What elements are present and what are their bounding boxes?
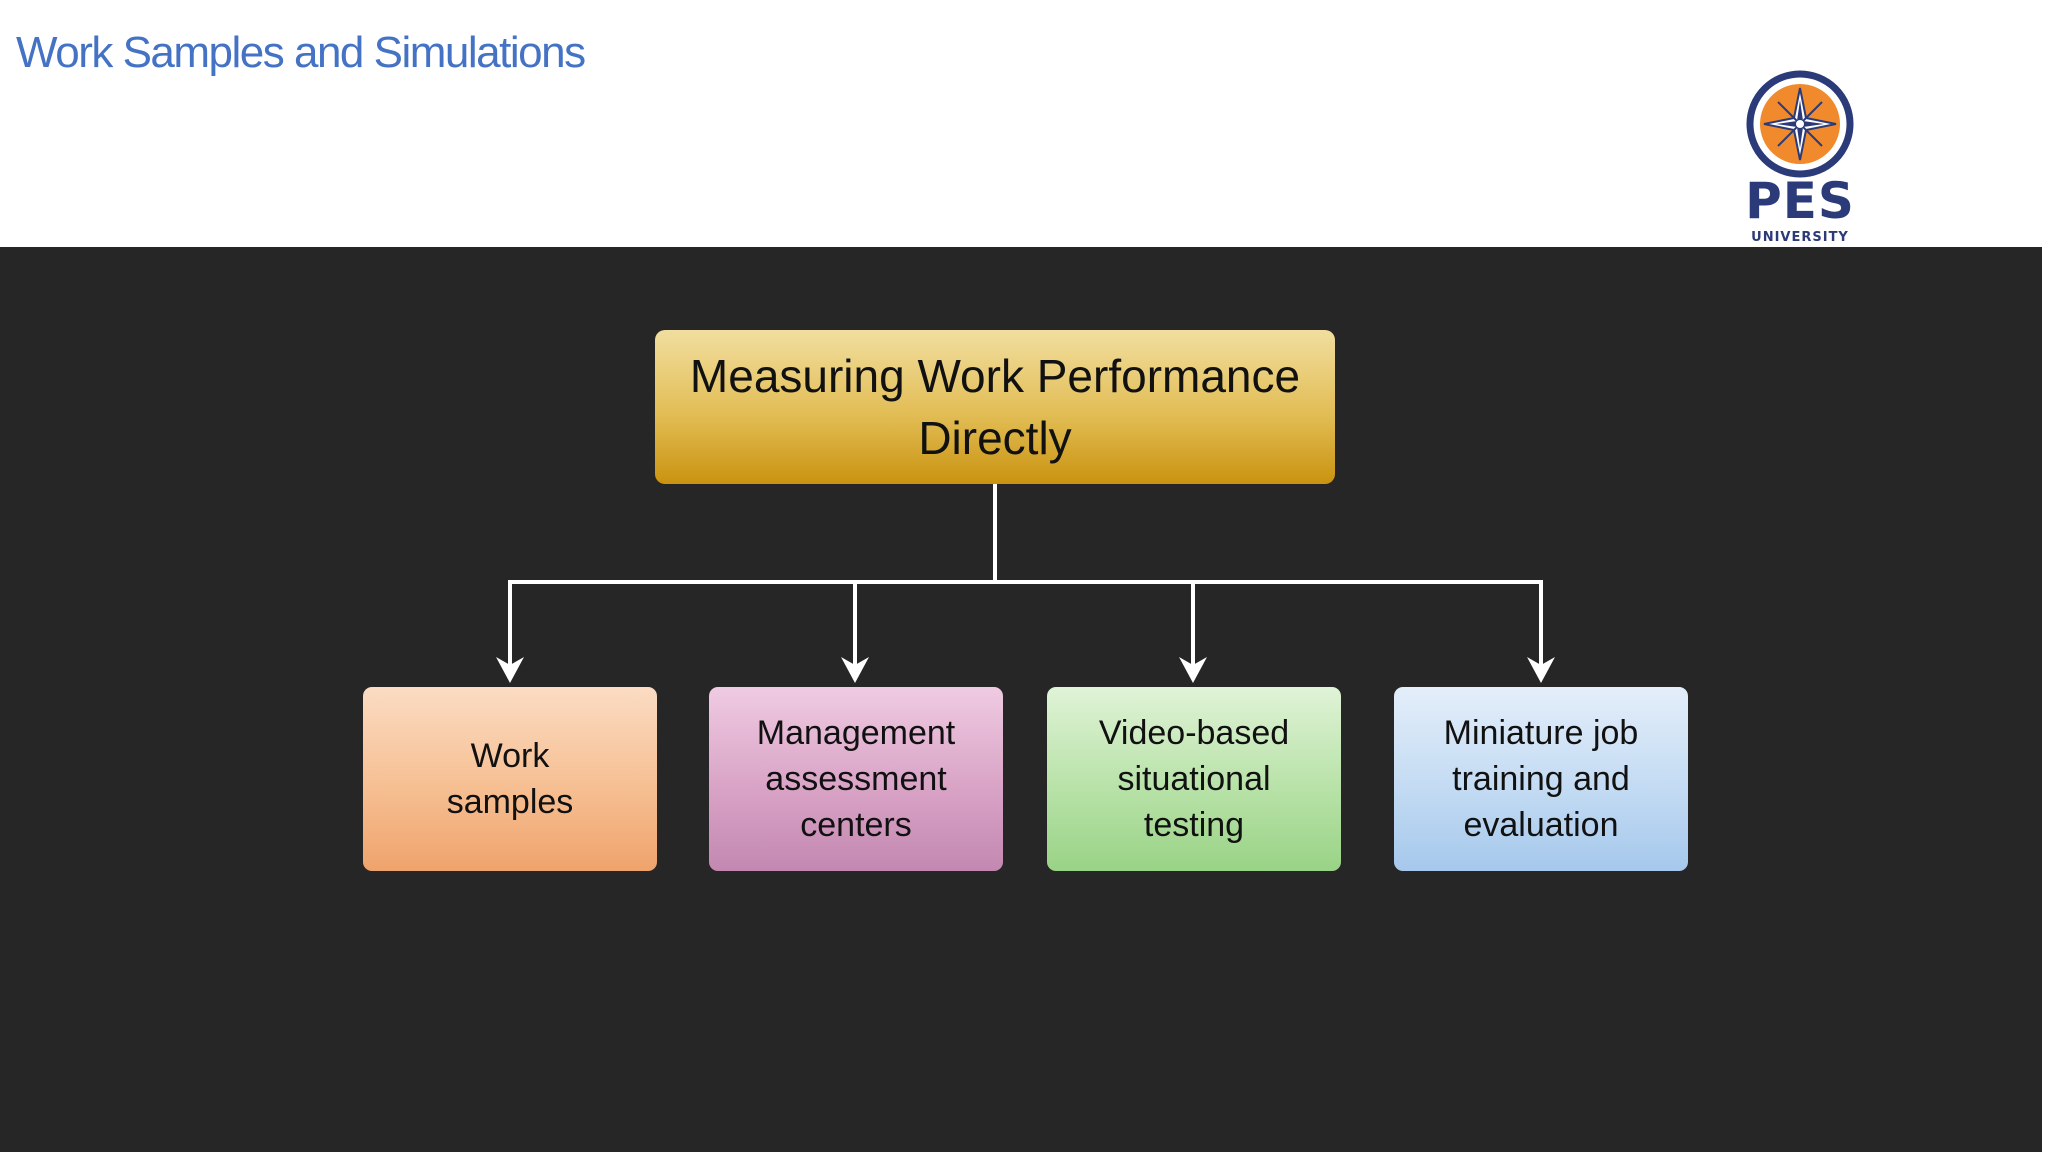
connector-lines (496, 484, 1555, 683)
node-video-based-situational-testing: Video-based situational testing (1047, 687, 1341, 871)
node-label: Miniature job training and evaluation (1443, 714, 1639, 844)
root-node-label: Measuring Work Performance Directly (689, 350, 1301, 464)
arrow-down-icon (1179, 657, 1207, 683)
node-miniature-job-training: Miniature job training and evaluation (1394, 687, 1688, 871)
root-node-measuring-work-performance: Measuring Work Performance Directly (655, 330, 1335, 484)
arrow-down-icon (841, 657, 869, 683)
compass-emblem-icon (1746, 70, 1854, 178)
node-label: Work samples (446, 737, 574, 821)
node-label: Management assessment centers (756, 714, 956, 844)
pes-university-logo: PES UNIVERSITY (1730, 70, 1870, 250)
slide-title: Work Samples and Simulations (16, 28, 586, 77)
node-label: Video-based situational testing (1098, 714, 1290, 844)
node-work-samples: Work samples (363, 687, 657, 871)
logo-wordmark: PES (1745, 172, 1855, 230)
logo-subtitle: UNIVERSITY (1751, 230, 1849, 245)
diagram-area: Measuring Work Performance Directly Work… (0, 247, 2042, 1152)
arrow-down-icon (496, 657, 524, 683)
node-management-assessment-centers: Management assessment centers (709, 687, 1003, 871)
slide-header: Work Samples and Simulations PES UNIVERS… (0, 0, 2048, 247)
arrow-down-icon (1527, 657, 1555, 683)
